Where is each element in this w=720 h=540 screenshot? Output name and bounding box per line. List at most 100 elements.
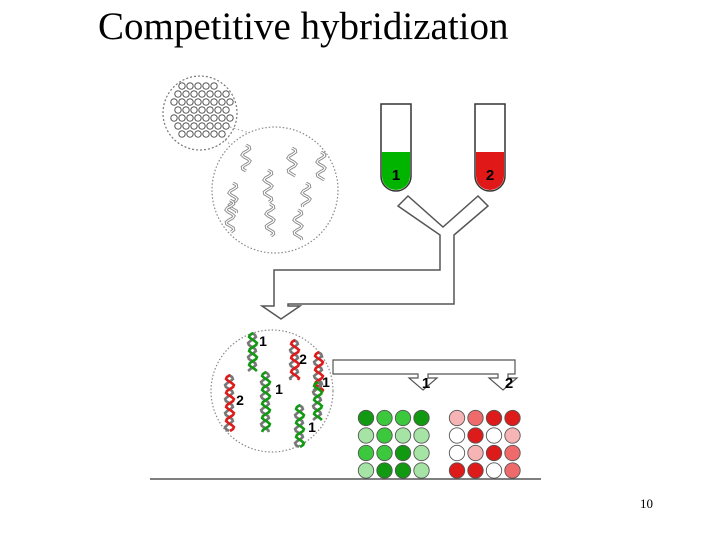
array-spot (413, 409, 430, 427)
probe-spot (218, 130, 226, 138)
array-spot (485, 427, 503, 444)
probe-spot (190, 122, 198, 130)
probe-spot (194, 82, 202, 90)
slide-title: Competitive hybridization (98, 5, 509, 48)
array-spot (504, 462, 521, 479)
probe-spot (174, 106, 182, 114)
tube-1-label: 1 (392, 167, 400, 184)
array-spot (448, 444, 466, 462)
array-spot (394, 409, 412, 427)
tube-2-liquid (476, 152, 504, 190)
array-spot (448, 427, 466, 444)
probe-spot (174, 122, 182, 130)
tube-2-label: 2 (486, 167, 494, 184)
page-number: 10 (640, 496, 653, 511)
red-spot-grid (448, 409, 521, 479)
probe-spot (214, 106, 222, 114)
probe-spot (210, 98, 218, 106)
probe-spot (194, 114, 202, 122)
probe-spot (226, 98, 234, 106)
probe-array-icon (162, 75, 238, 151)
probe-spot (178, 98, 186, 106)
array-spot (357, 427, 375, 444)
duplex-strand (259, 370, 271, 433)
probe-spot (182, 106, 190, 114)
probe-spot (170, 98, 178, 106)
probe-spot (222, 106, 230, 114)
duplex-label: 1 (322, 374, 330, 390)
probe-spot (186, 98, 194, 106)
array-spot (448, 409, 466, 427)
array-spot (413, 444, 430, 462)
probe-spot (186, 82, 194, 90)
duplex-label: 1 (308, 419, 316, 435)
probe-spot (198, 90, 206, 98)
array-spot (467, 427, 484, 444)
array-spot (394, 427, 412, 444)
sample-tube-2: 2 (474, 103, 506, 192)
probe-spot (206, 122, 214, 130)
duplex-label: 2 (299, 351, 307, 367)
probe-spot (194, 98, 202, 106)
array-spot (485, 444, 503, 462)
array-spot (485, 409, 503, 427)
array-spot (357, 444, 375, 462)
probe-strands-circle (211, 126, 339, 254)
probe-spot (210, 82, 218, 90)
array-spot (467, 409, 484, 427)
probe-spot (178, 82, 186, 90)
array-spot (504, 409, 521, 427)
duplex-label: 2 (236, 392, 244, 408)
duplex-label: 1 (275, 381, 283, 397)
probe-spot (190, 90, 198, 98)
probe-spot (182, 90, 190, 98)
array-spot (376, 462, 393, 479)
probe-spot (214, 90, 222, 98)
array-spot (394, 462, 412, 479)
probe-spot (202, 130, 210, 138)
probe-spot (178, 130, 186, 138)
probe-spot (174, 90, 182, 98)
array-spot (357, 409, 375, 427)
array-spot (376, 409, 393, 427)
array-spot (504, 444, 521, 462)
spot-label-1: 1 (422, 375, 430, 392)
probe-spot (198, 122, 206, 130)
green-spot-grid (357, 409, 430, 479)
probe-spot (170, 114, 178, 122)
probe-spot (218, 114, 226, 122)
spot-label-2: 2 (505, 375, 513, 392)
array-spot (376, 444, 393, 462)
probe-spot (202, 98, 210, 106)
array-spot (357, 462, 375, 479)
array-spot (485, 462, 503, 479)
array-spot (413, 462, 430, 479)
duplex-label: 1 (259, 333, 267, 349)
probe-spot (206, 106, 214, 114)
probe-spot (202, 82, 210, 90)
mixing-arrow (259, 194, 490, 320)
probe-spot (190, 106, 198, 114)
probe-spot (194, 130, 202, 138)
probe-spot (226, 114, 234, 122)
probe-spot (222, 90, 230, 98)
probe-spot (178, 114, 186, 122)
tube-1-liquid (382, 152, 410, 190)
probe-spot (210, 130, 218, 138)
split-arrow (332, 359, 519, 391)
array-spot (504, 427, 521, 444)
array-spot (394, 444, 412, 462)
probe-spot (186, 114, 194, 122)
probe-spot (202, 114, 210, 122)
probe-spot (182, 122, 190, 130)
array-spot (467, 462, 484, 479)
probe-spot (206, 90, 214, 98)
probe-spot (186, 130, 194, 138)
sample-tube-1: 1 (380, 103, 412, 192)
array-spot (467, 444, 484, 462)
probe-spot (198, 106, 206, 114)
array-spot (413, 427, 430, 444)
probe-spot (222, 122, 230, 130)
